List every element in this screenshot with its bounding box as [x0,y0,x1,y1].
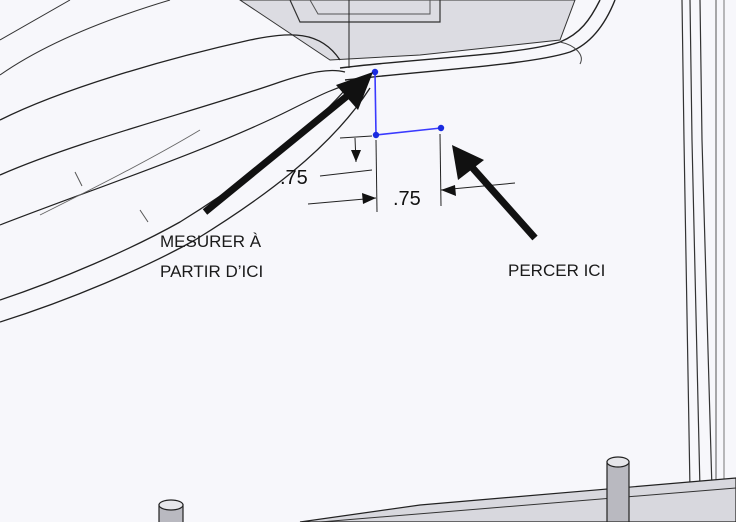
ext-line-upper [339,135,373,139]
ext-line-right [439,133,442,207]
drill-here-label: PERCER ICI [508,261,605,280]
panel-edge-c [39,129,201,216]
drill-arrow-shaft [467,162,538,241]
fillet-edge-1 [0,34,341,121]
measure-arrow-head [336,72,373,110]
measure-from-label-line2: PARTIR D’ICI [160,262,263,281]
fillet-edge-2 [0,69,346,176]
measure-arrow-shaft [202,89,355,215]
ext-line-lower [319,169,373,177]
sketch-point-origin [371,68,379,76]
sketch-point-drill [437,124,445,132]
rim-fillet-curve [559,41,582,65]
dim-horizontal-left-arrowhead [362,193,376,204]
dim-horizontal-right-arrowhead [441,185,456,196]
top-box-inner [309,0,431,15]
wall-edge-3 [699,0,713,491]
sketch-horizontal-line [375,127,442,136]
base-plate-edge [319,487,736,522]
panel-tick-2 [139,209,149,223]
top-panel-shadow [239,0,576,61]
sketch-vertical-line [374,71,377,136]
sketch-point-corner [372,131,380,139]
rim-edge-inner [344,0,616,81]
ext-line-left [375,139,378,213]
panel-tick-1 [74,171,83,187]
panel-edge-a [0,0,71,41]
dim-vertical-arrowhead [351,150,361,162]
dim-vertical-value: .75 [280,167,308,189]
fillet-edge-5 [0,87,371,323]
wall-edge-1 [681,0,691,491]
pin-right-body [606,461,630,522]
rim-edge-outer [339,0,601,69]
dim-horizontal-value: .75 [393,188,421,210]
top-box-outline [289,0,441,23]
measure-from-label-line1: MESURER À [160,232,262,251]
pin-left-top [158,499,184,511]
wall-edge-2 [689,0,701,491]
fillet-edge-3 [0,81,361,226]
drill-arrow-head [452,145,484,180]
panel-edge-b [0,0,171,76]
pin-right-top [606,456,630,468]
